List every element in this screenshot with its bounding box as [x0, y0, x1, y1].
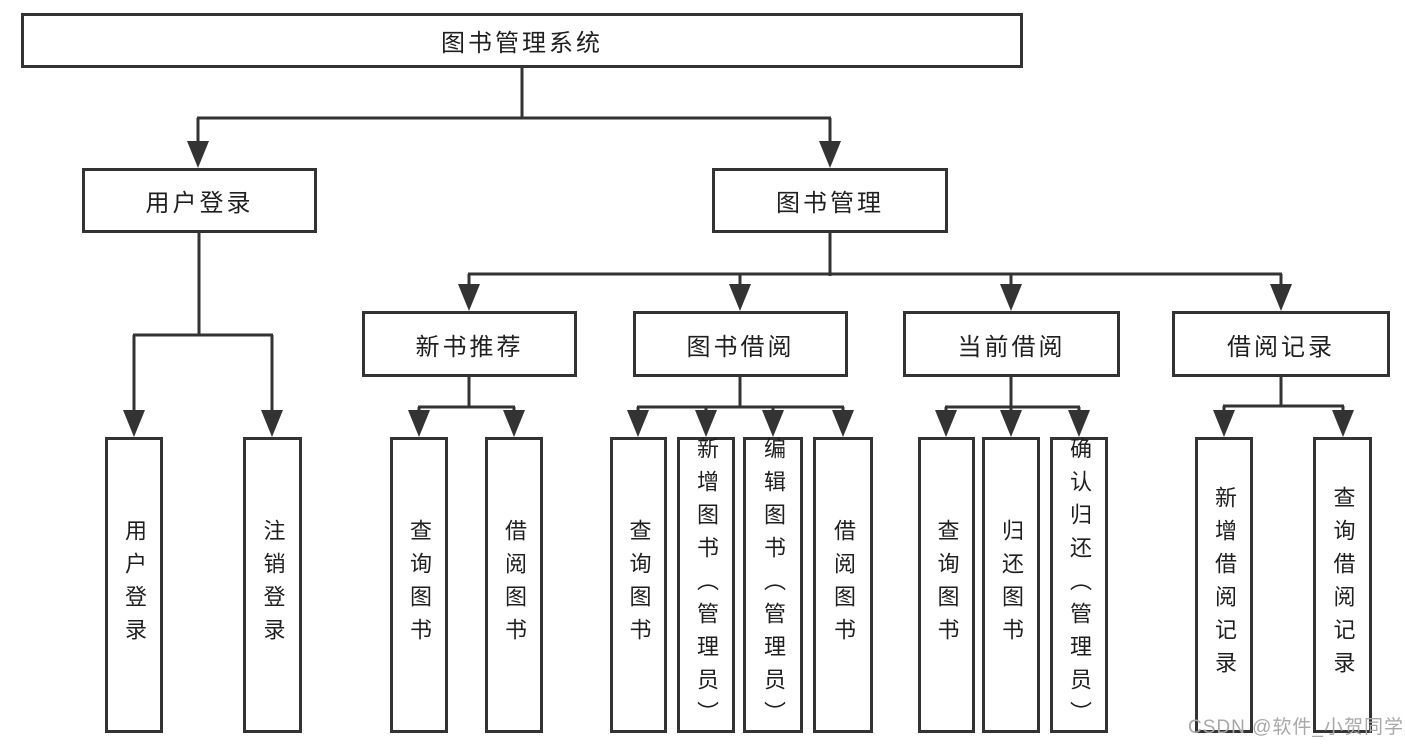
leaf-br-add-record: 新增借阅记录	[1195, 437, 1253, 733]
leaf-nb-borrow-books-label: 借阅图书	[502, 519, 527, 651]
leaf-cb-return-books-label: 归还图书	[999, 519, 1024, 651]
leaf-logout: 注销登录	[243, 437, 302, 733]
node-user-login: 用户登录	[82, 168, 317, 233]
leaf-br-query-record-label: 查询借阅记录	[1330, 486, 1356, 684]
leaf-nb-query-books-label: 查询图书	[407, 519, 432, 651]
node-current-borrowing: 当前借阅	[903, 311, 1120, 377]
node-current-borrowing-label: 当前借阅	[957, 333, 1066, 361]
leaf-cb-return-books: 归还图书	[982, 437, 1040, 733]
node-book-management: 图书管理	[712, 168, 948, 233]
node-book-borrowing: 图书借阅	[633, 311, 848, 377]
leaf-user-login-label: 用户登录	[122, 519, 147, 651]
node-new-book-recommend: 新书推荐	[362, 311, 577, 377]
csdn-watermark: CSDN @软件_小贺同学	[1188, 717, 1404, 738]
node-book-borrowing-label: 图书借阅	[686, 333, 795, 361]
leaf-logout-label: 注销登录	[260, 519, 286, 651]
node-borrowing-records: 借阅记录	[1172, 311, 1390, 377]
leaf-user-login: 用户登录	[105, 437, 163, 733]
leaf-bb-add-books-admin: 新增图书（管理员）	[677, 436, 735, 734]
leaf-bb-edit-books-admin: 编辑图书（管理员）	[743, 436, 803, 734]
leaf-cb-query-books-label: 查询图书	[934, 519, 960, 651]
leaf-bb-borrow-books-label: 借阅图书	[831, 519, 856, 651]
leaf-br-query-record: 查询借阅记录	[1313, 437, 1372, 733]
leaf-bb-borrow-books: 借阅图书	[813, 437, 873, 733]
leaf-cb-query-books: 查询图书	[918, 437, 975, 733]
node-new-book-recommend-label: 新书推荐	[415, 333, 524, 361]
leaf-nb-query-books: 查询图书	[390, 437, 448, 733]
leaf-br-add-record-label: 新增借阅记录	[1212, 486, 1237, 684]
leaf-bb-query-books-label: 查询图书	[626, 519, 652, 651]
leaf-bb-edit-books-admin-label: 编辑图书（管理员）	[761, 436, 786, 734]
leaf-bb-query-books: 查询图书	[610, 437, 667, 733]
node-borrowing-records-label: 借阅记录	[1227, 333, 1335, 361]
node-user-login-label: 用户登录	[145, 190, 254, 217]
leaf-cb-confirm-return-admin: 确认归还（管理员）	[1050, 436, 1108, 734]
node-book-management-label: 图书管理	[776, 190, 884, 217]
leaf-nb-borrow-books: 借阅图书	[485, 437, 543, 733]
root-node-label: 图书管理系统	[441, 30, 603, 57]
leaf-cb-confirm-return-admin-label: 确认归还（管理员）	[1067, 436, 1092, 734]
root-node-book-management-system: 图书管理系统	[21, 13, 1023, 68]
leaf-bb-add-books-admin-label: 新增图书（管理员）	[694, 436, 719, 734]
